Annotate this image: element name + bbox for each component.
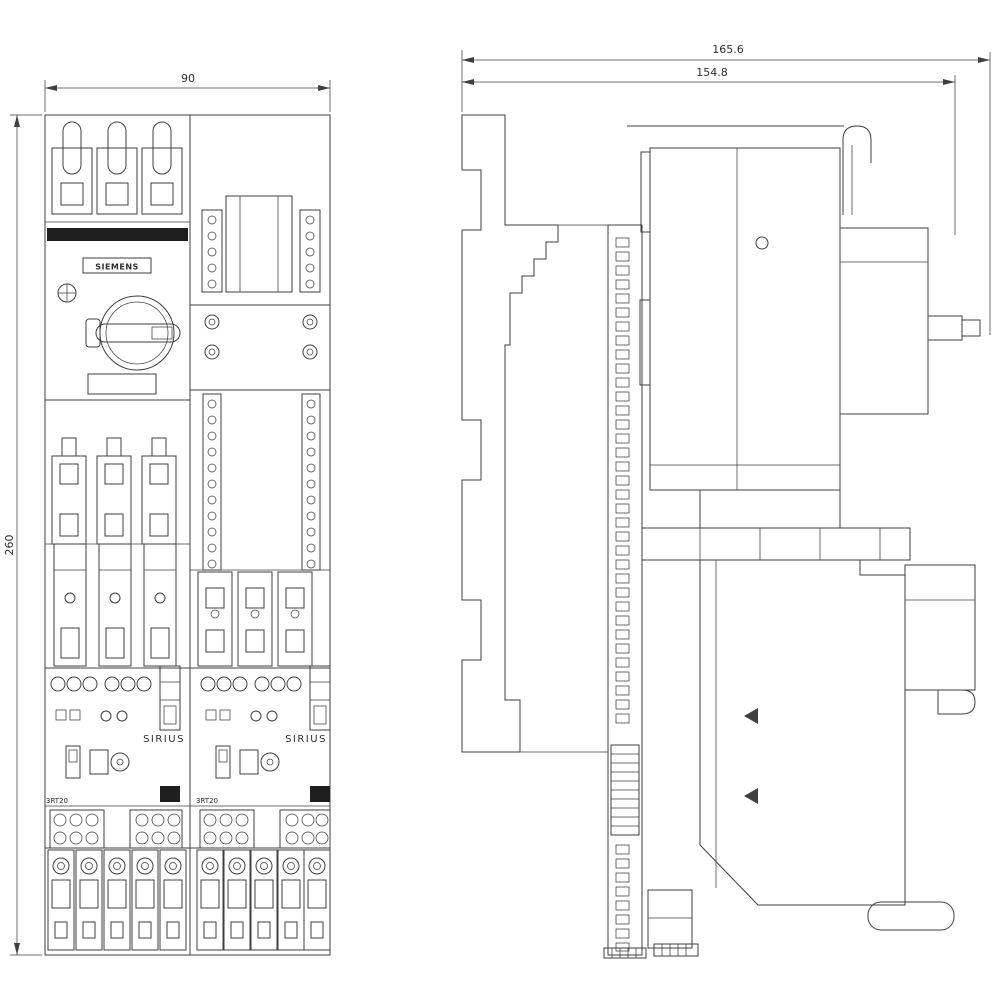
dimension-depth-total: 165.6 <box>461 43 991 335</box>
front-view: SIEMENS <box>44 114 331 956</box>
dark-band <box>47 228 188 241</box>
side-handle-shaft <box>927 315 981 341</box>
brand-plate: SIEMENS <box>82 257 152 274</box>
model-label-right: 3RT20 <box>196 797 218 805</box>
dimension-height: 260 <box>3 114 42 956</box>
side-view <box>461 114 981 959</box>
contactor-poles <box>53 543 177 667</box>
model-label-left: 3RT20 <box>46 797 68 805</box>
dimension-width-label: 90 <box>181 72 195 85</box>
side-breaker-body <box>627 125 981 561</box>
series-label-left: SIRIUS <box>143 734 185 745</box>
dimension-depth-device: 154.8 <box>462 66 956 235</box>
dimension-depth-total-label: 165.6 <box>712 43 744 56</box>
dimension-depth-device-label: 154.8 <box>696 66 728 79</box>
breaker-lower-terminals <box>45 437 190 545</box>
starter-right-control-section: SIRIUS 3RT20 <box>196 665 331 849</box>
side-mounting-plate <box>461 114 559 753</box>
front-screw-icon <box>57 283 77 303</box>
brand-label: SIEMENS <box>95 263 139 272</box>
busbar-adapter <box>190 195 330 667</box>
bottom-terminal-strip <box>47 849 331 951</box>
side-terminal-rail <box>603 224 699 959</box>
starter-left-control-section: SIRIUS 3RT20 <box>45 665 330 849</box>
front-outline <box>44 114 331 956</box>
dimension-width: 90 <box>44 72 331 112</box>
dimension-height-label: 260 <box>3 535 16 556</box>
series-label-right: SIRIUS <box>285 734 327 745</box>
rotary-handle <box>45 295 190 401</box>
breaker-top-terminals <box>45 121 190 223</box>
side-contactor-body <box>647 559 976 949</box>
